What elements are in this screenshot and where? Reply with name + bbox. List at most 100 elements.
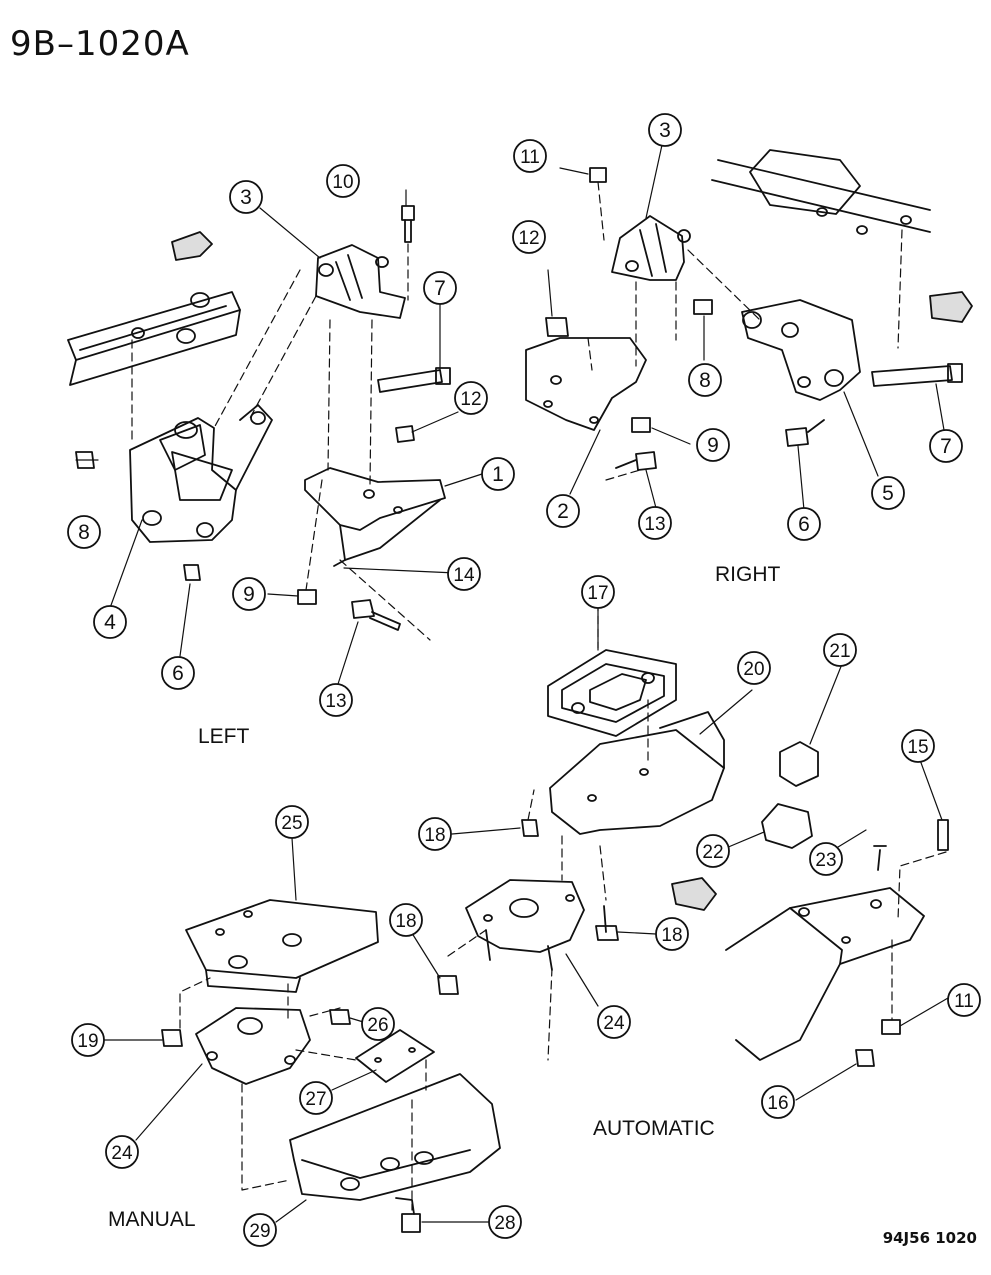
callout-circle [737, 651, 771, 685]
callout-29: 29 [243, 1213, 277, 1247]
callout-27: 27 [299, 1081, 333, 1115]
callout-circle [546, 494, 580, 528]
callout-circle [299, 1081, 333, 1115]
callout-number: 24 [111, 1143, 133, 1164]
callout-number: 12 [518, 228, 539, 249]
callout-circle [229, 180, 263, 214]
callout-number: 3 [659, 119, 671, 142]
manual-leader-lines [179, 977, 427, 1211]
callout-number: 2 [557, 500, 569, 523]
callout-21: 21 [823, 633, 857, 667]
callout-circle [513, 139, 547, 173]
callout-circle [67, 515, 101, 549]
callout-number: 29 [249, 1221, 270, 1242]
callout-22: 22 [696, 834, 730, 868]
callout-17: 17 [581, 575, 615, 609]
callout-circle [232, 577, 266, 611]
callout-circle [447, 557, 481, 591]
callout-number: 19 [77, 1031, 98, 1052]
left-engine-bracket [129, 404, 273, 543]
callout-right-12: 12 [512, 220, 546, 254]
callout-number: 3 [240, 186, 252, 209]
right-fasteners [545, 167, 963, 471]
callout-circle [488, 1205, 522, 1239]
diagram-code: 94J56 1020 [882, 1229, 977, 1247]
callout-left-12: 12 [454, 381, 488, 415]
callout-right-5: 5 [871, 476, 905, 510]
callout-number: 5 [882, 482, 894, 505]
callout-right-9: 9 [696, 428, 730, 462]
callout-number: 10 [332, 172, 353, 193]
callout-26: 26 [361, 1007, 395, 1041]
callout-circle [929, 429, 963, 463]
callout-circle [243, 1213, 277, 1247]
callout-24a: 24 [597, 1005, 631, 1039]
callout-circle [361, 1007, 395, 1041]
callout-circle [161, 656, 195, 690]
auto-spacer-and-clip [761, 741, 887, 871]
callout-number: 14 [453, 565, 475, 586]
callout-circle [823, 633, 857, 667]
callout-number: 27 [305, 1089, 326, 1110]
callout-number: 18 [424, 825, 445, 846]
callout-number: 15 [907, 737, 928, 758]
callout-left-13: 13 [319, 683, 353, 717]
auto-fasteners [437, 819, 901, 1067]
callout-left-4: 4 [93, 605, 127, 639]
callout-left-1: 1 [481, 457, 515, 491]
callout-number: 8 [78, 521, 90, 544]
callout-number: 26 [367, 1015, 388, 1036]
callout-circle [581, 575, 615, 609]
left-fwd-arrow [171, 231, 213, 261]
callout-circle [93, 605, 127, 639]
section-label-manual: MANUAL [108, 1208, 196, 1231]
right-support-bracket [525, 337, 647, 431]
callout-number: 11 [520, 147, 540, 168]
callout-number: 9 [243, 583, 255, 606]
auto-mount [465, 879, 585, 971]
section-label-right: RIGHT [715, 563, 781, 586]
callout-left-10: 10 [326, 164, 360, 198]
callout-right-2: 2 [546, 494, 580, 528]
callout-circle [423, 271, 457, 305]
right-solid-leaders [547, 144, 945, 511]
callout-circle [648, 113, 682, 147]
callout-number: 11 [954, 991, 974, 1012]
manual-spacer [355, 1029, 435, 1083]
manual-plate [185, 899, 379, 993]
callout-number: 18 [395, 911, 416, 932]
callout-number: 25 [281, 813, 302, 834]
callout-left-7: 7 [423, 271, 457, 305]
callout-28: 28 [488, 1205, 522, 1239]
callout-circle [688, 363, 722, 397]
callout-circle [901, 729, 935, 763]
manual-solid-leaders [103, 837, 491, 1223]
section-label-automatic: AUTOMATIC [593, 1117, 715, 1140]
callout-number: 24 [603, 1013, 625, 1034]
manual-crossmember [289, 1073, 501, 1215]
callout-number: 13 [644, 514, 665, 535]
callout-circle [638, 506, 672, 540]
callout-15: 15 [901, 729, 935, 763]
callout-circle [418, 817, 452, 851]
callout-right-11: 11 [513, 139, 547, 173]
auto-solid-leaders [409, 607, 949, 1101]
callout-number: 6 [172, 662, 184, 685]
manual-fasteners [161, 1009, 421, 1233]
right-leader-lines [587, 181, 903, 481]
callout-left-14: 14 [447, 557, 481, 591]
callout-number: 12 [460, 389, 481, 410]
left-leader-lines [131, 243, 431, 641]
callout-circle [512, 220, 546, 254]
diagram-title: 9B–1020A [10, 24, 190, 64]
callout-25: 25 [275, 805, 309, 839]
callout-circle [871, 476, 905, 510]
left-fasteners [75, 205, 451, 631]
callout-right-13: 13 [638, 506, 672, 540]
callout-circle [105, 1135, 139, 1169]
left-frame-rail [67, 291, 241, 386]
callout-19: 19 [71, 1023, 105, 1057]
callout-circle [655, 917, 689, 951]
